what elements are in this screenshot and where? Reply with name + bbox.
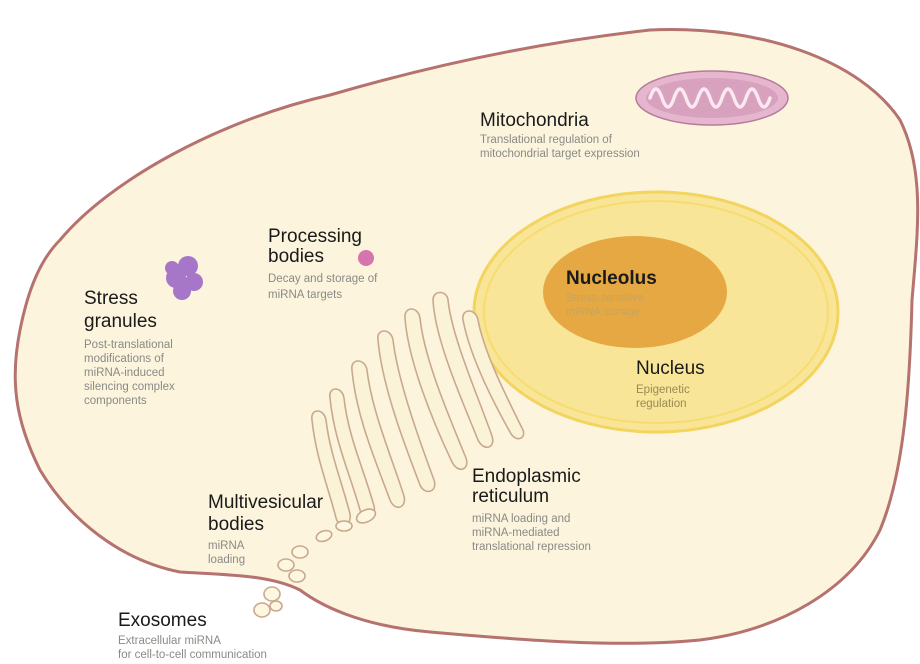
stress-granules-desc-1: Post-translational [84, 339, 173, 351]
stress-granules-title-2: granules [84, 311, 157, 332]
nucleus-organelle [474, 192, 838, 432]
exosomes-desc-2: for cell-to-cell communication [118, 649, 267, 661]
mvb-desc-1: miRNA [208, 540, 245, 552]
processing-bodies-title-2: bodies [268, 246, 324, 267]
mitochondria-desc-2: mitochondrial target expression [480, 148, 640, 160]
er-desc-1: miRNA loading and [472, 513, 570, 525]
exosomes-title: Exosomes [118, 610, 207, 631]
processing-bodies-desc-1: Decay and storage of [268, 273, 378, 285]
stress-granules-desc-2: modifications of [84, 353, 165, 365]
stress-granules-desc-3: miRNA-induced [84, 367, 165, 379]
mvb-title-2: bodies [208, 514, 264, 535]
nucleus-desc-1: Epigenetic [636, 384, 690, 396]
mvb-title-1: Multivesicular [208, 492, 324, 513]
nucleus-desc-2: regulation [636, 398, 687, 410]
processing-bodies-desc-2: miRNA targets [268, 289, 342, 301]
exosomes-desc-1: Extracellular miRNA [118, 635, 221, 647]
stress-granules-desc-4: silencing complex [84, 381, 175, 393]
stress-granules-desc-5: components [84, 395, 147, 407]
processing-body-dot [358, 250, 374, 266]
stress-granules-title-1: Stress [84, 288, 138, 309]
er-title-1: Endoplasmic [472, 466, 581, 487]
mitochondria-title: Mitochondria [480, 110, 589, 131]
nucleolus-desc-1: Stress-sensitive [566, 292, 644, 304]
mitochondria-desc-1: Translational regulation of [480, 134, 613, 146]
processing-bodies-title-1: Processing [268, 226, 362, 247]
er-desc-3: translational repression [472, 541, 591, 553]
mvb-desc-2: loading [208, 554, 245, 566]
label-exosomes: Exosomes Extracellular miRNA for cell-to… [118, 610, 267, 661]
nucleolus-desc-2: miRNA storage [566, 306, 640, 318]
er-desc-2: miRNA-mediated [472, 527, 560, 539]
er-title-2: reticulum [472, 486, 549, 507]
nucleolus-title: Nucleolus [566, 268, 657, 289]
mitochondria-organelle [636, 71, 788, 125]
nucleus-title: Nucleus [636, 358, 705, 379]
